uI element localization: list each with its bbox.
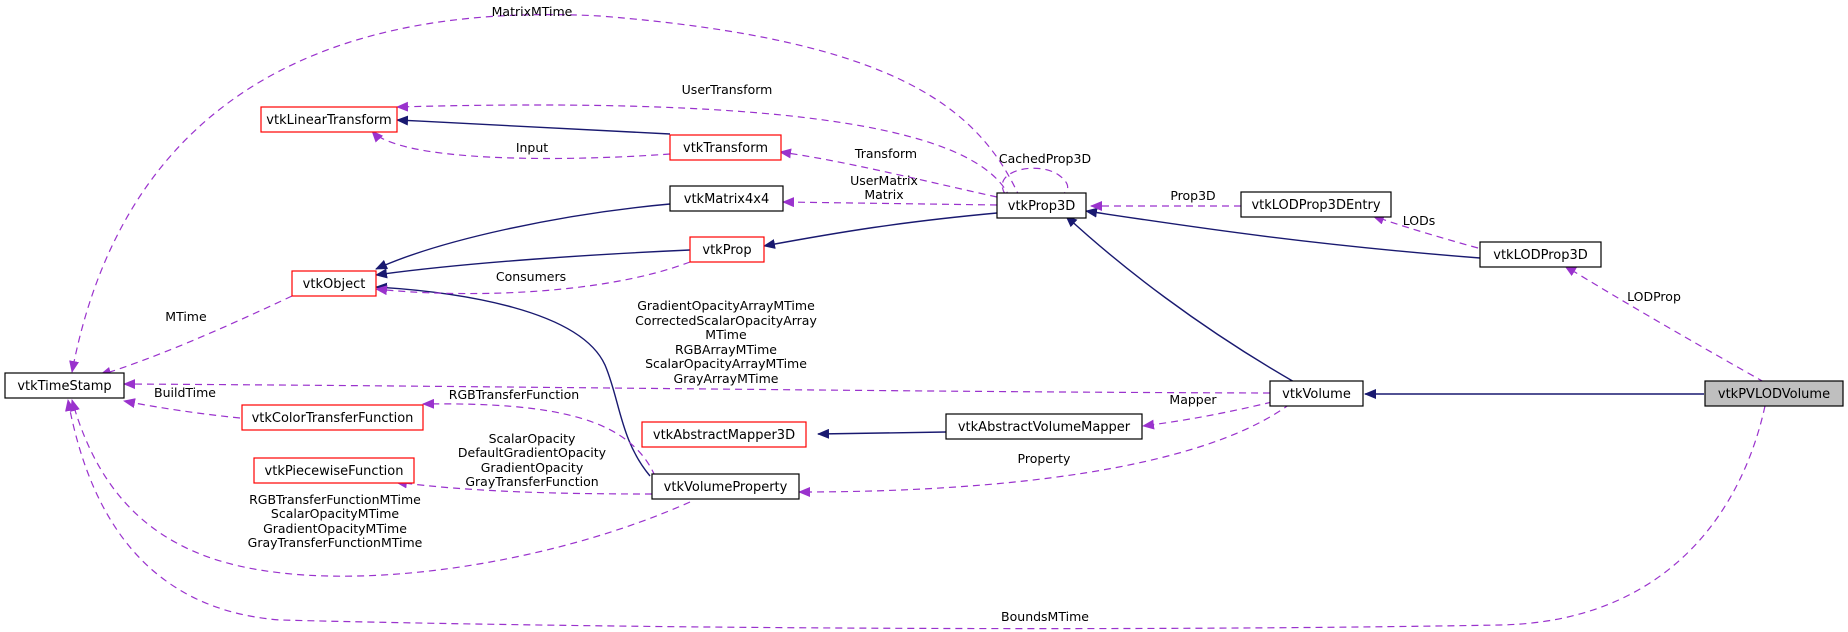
node-vtkcolortransferfunction-label: vtkColorTransferFunction bbox=[252, 411, 414, 426]
label-lods: LODs bbox=[1403, 213, 1436, 228]
edge-lods bbox=[1372, 214, 1479, 249]
node-vtkpiecewisefunction-label: vtkPiecewiseFunction bbox=[265, 464, 404, 479]
label-lodprop: LODProp bbox=[1627, 289, 1681, 304]
label-property-function-3: GradientOpacity bbox=[481, 460, 584, 475]
label-prop3d: Prop3D bbox=[1170, 188, 1215, 203]
node-vtktimestamp-label: vtkTimeStamp bbox=[17, 379, 111, 394]
edge-volume-to-prop3d bbox=[1065, 215, 1297, 384]
nodes: vtkTimeStamp vtkLinearTransform vtkTrans… bbox=[4, 106, 1844, 500]
label-volume-mtime-1: GradientOpacityArrayMTime bbox=[637, 298, 815, 313]
edge-usermatrix bbox=[782, 197, 998, 208]
node-vtkpiecewisefunction[interactable]: vtkPiecewiseFunction bbox=[253, 457, 415, 484]
node-vtkobject[interactable]: vtkObject bbox=[291, 270, 377, 297]
edge-transform-to-lineartransform bbox=[396, 115, 671, 135]
label-usertransform: UserTransform bbox=[682, 82, 773, 97]
label-transform: Transform bbox=[854, 146, 917, 161]
node-vtklodprop3d[interactable]: vtkLODProp3D bbox=[1479, 241, 1602, 268]
node-vtktransform-label: vtkTransform bbox=[683, 141, 768, 156]
label-property-function-4: GrayTransferFunction bbox=[465, 474, 598, 489]
label-property-mtime-2: ScalarOpacityMTime bbox=[271, 506, 400, 521]
label-property-mtime-1: RGBTransferFunctionMTime bbox=[249, 492, 421, 507]
edge-property bbox=[798, 403, 1291, 497]
edge-matrixmtime bbox=[69, 14, 1021, 373]
label-volume-mtime-5: ScalarOpacityArrayMTime bbox=[645, 356, 807, 371]
node-vtkprop-label: vtkProp bbox=[702, 243, 751, 258]
edge-lodprop3d-to-prop3d bbox=[1085, 207, 1481, 259]
edge-boundsmtime bbox=[65, 399, 1766, 630]
label-volume-mtime-3: MTime bbox=[705, 327, 747, 342]
label-volume-mtime-2: CorrectedScalarOpacityArray bbox=[635, 313, 817, 328]
label-usermatrix-1: UserMatrix bbox=[850, 173, 918, 188]
node-vtkabstractvolumemapper-label: vtkAbstractVolumeMapper bbox=[958, 420, 1131, 435]
edge-mtime bbox=[99, 295, 293, 377]
label-mtime: MTime bbox=[165, 309, 207, 324]
node-vtkvolumeproperty[interactable]: vtkVolumeProperty bbox=[651, 473, 800, 500]
node-vtkabstractvolumemapper[interactable]: vtkAbstractVolumeMapper bbox=[945, 413, 1143, 440]
edge-prop3d-to-prop bbox=[763, 212, 998, 249]
label-usermatrix-2: Matrix bbox=[864, 187, 903, 202]
edge-buildtime bbox=[123, 398, 241, 419]
label-property-mtime-4: GrayTransferFunctionMTime bbox=[248, 535, 423, 550]
label-consumers: Consumers bbox=[496, 269, 566, 284]
node-vtkcolortransferfunction[interactable]: vtkColorTransferFunction bbox=[241, 404, 424, 431]
node-vtkabstractmapper3d[interactable]: vtkAbstractMapper3D bbox=[641, 421, 807, 448]
edge-labels: MatrixMTime UserTransform Input Transfor… bbox=[154, 4, 1681, 624]
node-vtklineartransform-label: vtkLinearTransform bbox=[266, 113, 391, 128]
edge-matrix4x4-to-object bbox=[375, 203, 671, 270]
node-vtkpvlodvolume[interactable]: vtkPVLODVolume bbox=[1704, 380, 1844, 407]
edge-prop-to-object bbox=[375, 249, 691, 279]
label-property-function-2: DefaultGradientOpacity bbox=[458, 445, 607, 460]
label-cachedprop3d: CachedProp3D bbox=[999, 151, 1091, 166]
edge-property-functions bbox=[395, 478, 653, 495]
edge-property-mtimes bbox=[70, 399, 691, 577]
label-property: Property bbox=[1018, 451, 1071, 466]
node-vtkprop3d-label: vtkProp3D bbox=[1008, 199, 1075, 214]
edge-rgbtransferfunction bbox=[422, 398, 656, 477]
edge-volumemapper-to-abstractmapper3d bbox=[817, 428, 947, 439]
edge-lodprop bbox=[1564, 265, 1765, 383]
node-vtklodprop3dentry[interactable]: vtkLODProp3DEntry bbox=[1240, 191, 1392, 218]
node-vtkpvlodvolume-label: vtkPVLODVolume bbox=[1718, 387, 1830, 402]
node-vtkabstractmapper3d-label: vtkAbstractMapper3D bbox=[653, 428, 795, 443]
node-vtkmatrix4x4[interactable]: vtkMatrix4x4 bbox=[669, 185, 784, 212]
node-vtklodprop3d-label: vtkLODProp3D bbox=[1493, 248, 1588, 263]
node-vtkobject-label: vtkObject bbox=[303, 277, 366, 292]
label-buildtime: BuildTime bbox=[154, 385, 216, 400]
edge-transform bbox=[779, 148, 998, 198]
edge-consumers bbox=[375, 261, 691, 296]
edge-volumeproperty-to-object bbox=[375, 282, 651, 477]
edge-input bbox=[371, 130, 671, 160]
node-vtkvolume[interactable]: vtkVolume bbox=[1269, 380, 1364, 407]
label-matrixmtime: MatrixMTime bbox=[492, 4, 573, 19]
node-vtkmatrix4x4-label: vtkMatrix4x4 bbox=[684, 192, 769, 207]
label-volume-mtime-4: RGBArrayMTime bbox=[675, 342, 777, 357]
node-vtkvolumeproperty-label: vtkVolumeProperty bbox=[664, 480, 788, 495]
label-property-mtime-3: GradientOpacityMTime bbox=[263, 521, 407, 536]
edge-mapper bbox=[1142, 401, 1273, 430]
node-vtklineartransform[interactable]: vtkLinearTransform bbox=[260, 106, 398, 133]
node-vtktimestamp[interactable]: vtkTimeStamp bbox=[4, 372, 125, 399]
node-vtkprop[interactable]: vtkProp bbox=[689, 236, 765, 263]
label-property-function-1: ScalarOpacity bbox=[489, 431, 576, 446]
label-rgbtransferfunction: RGBTransferFunction bbox=[449, 387, 579, 402]
node-vtkvolume-label: vtkVolume bbox=[1282, 387, 1351, 402]
edge-volume-mtimes bbox=[123, 379, 1271, 394]
node-vtktransform[interactable]: vtkTransform bbox=[669, 134, 782, 161]
inheritance-edges bbox=[375, 115, 1704, 477]
label-volume-mtime-6: GrayArrayMTime bbox=[674, 371, 779, 386]
node-vtklodprop3dentry-label: vtkLODProp3DEntry bbox=[1251, 198, 1380, 213]
label-input: Input bbox=[516, 140, 548, 155]
label-boundsmtime: BoundsMTime bbox=[1001, 609, 1089, 624]
label-mapper: Mapper bbox=[1169, 392, 1217, 407]
node-vtkprop3d[interactable]: vtkProp3D bbox=[996, 192, 1087, 219]
usage-edges bbox=[65, 14, 1766, 630]
